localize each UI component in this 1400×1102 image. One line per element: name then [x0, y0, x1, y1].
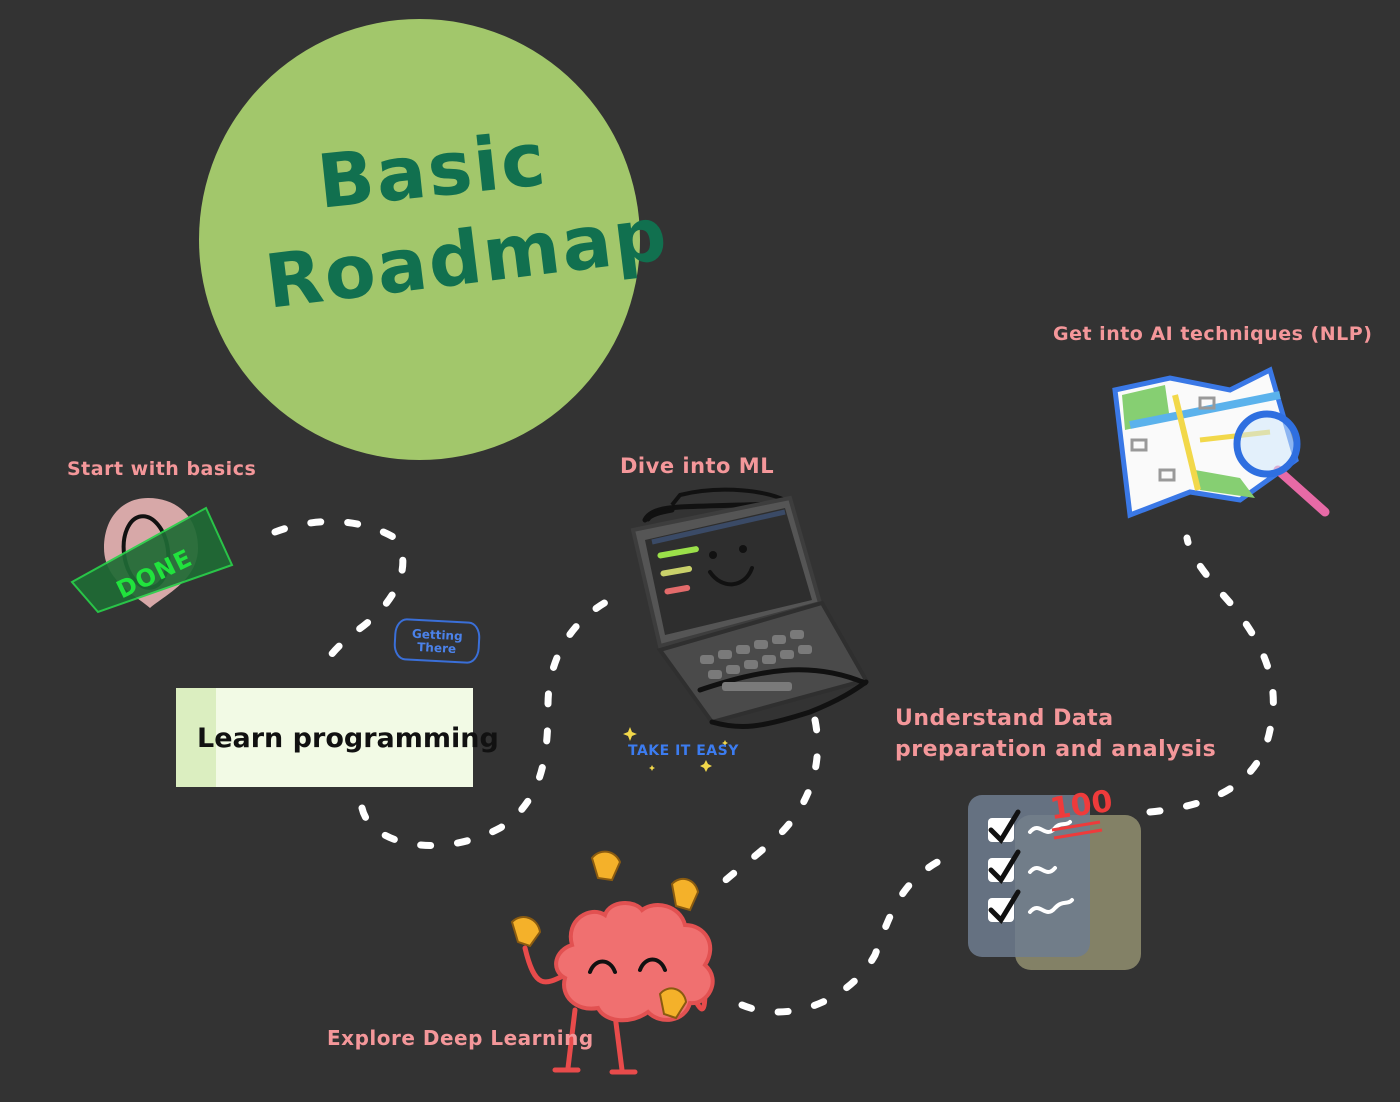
sparkle-icon [623, 727, 728, 772]
map-magnifier-icon [1112, 366, 1330, 519]
step-label-dl: Explore Deep Learning [327, 1026, 594, 1050]
path-ml-to-dl [711, 716, 822, 894]
step-label-ml: Dive into ML [620, 454, 775, 478]
learn-programming-note [176, 688, 473, 787]
step-label-learn: Learn programming [197, 723, 499, 754]
step-label-ai: Get into AI techniques (NLP) [1053, 323, 1373, 345]
done-tape-sticker [70, 506, 234, 614]
getting-there-badge: Getting There [392, 617, 482, 665]
take-it-easy-sticker: TAKE IT EASY [628, 743, 739, 759]
step-label-data-line-1: Understand Data [895, 706, 1114, 731]
path-dl-to-data [738, 854, 949, 1016]
path-learn-to-ml [358, 592, 622, 849]
checklist-icon [968, 795, 1141, 970]
laptop-icon [630, 487, 870, 730]
step-label-data-line-2: preparation and analysis [895, 737, 1217, 762]
step-label-start: Start with basics [67, 458, 257, 480]
path-data-to-ai [1146, 534, 1277, 816]
light-bulb-icon [510, 850, 700, 1020]
path-start-to-learn [271, 518, 407, 671]
title-circle [199, 19, 640, 460]
